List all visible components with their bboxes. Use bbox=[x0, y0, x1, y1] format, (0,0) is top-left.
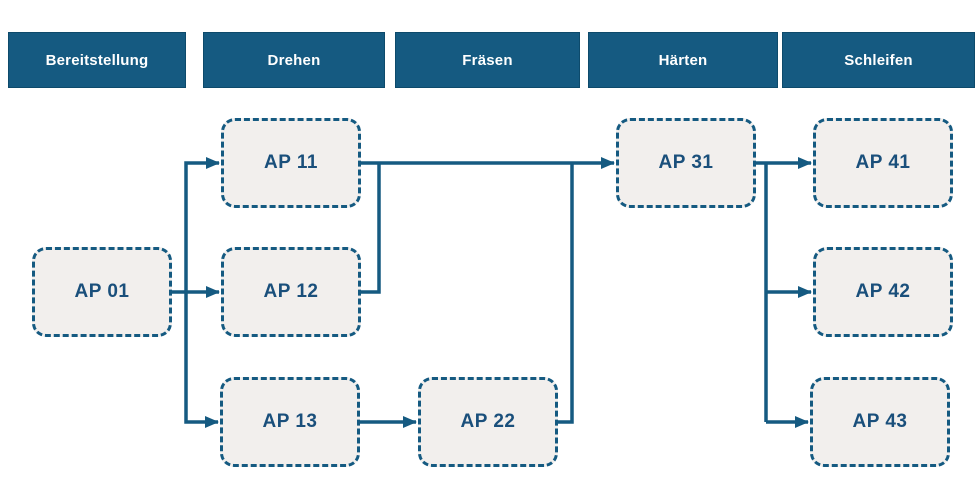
node-ap22: AP 22 bbox=[418, 377, 558, 467]
node-ap12: AP 12 bbox=[221, 247, 361, 337]
edge-ap01-to-ap11 bbox=[184, 157, 220, 292]
column-header-schleifen: Schleifen bbox=[782, 32, 975, 88]
column-header-fraesen: Fräsen bbox=[395, 32, 580, 88]
edge-ap01-to-ap13 bbox=[184, 292, 219, 428]
node-ap11: AP 11 bbox=[221, 118, 361, 208]
node-ap31: AP 31 bbox=[616, 118, 756, 208]
node-ap41: AP 41 bbox=[813, 118, 953, 208]
edge-ap22-to-ap31-join bbox=[558, 163, 574, 424]
column-header-drehen: Drehen bbox=[203, 32, 385, 88]
node-ap43: AP 43 bbox=[810, 377, 950, 467]
node-ap01: AP 01 bbox=[32, 247, 172, 337]
column-header-bereitstellung: Bereitstellung bbox=[8, 32, 186, 88]
edge-ap12-to-ap31-join bbox=[361, 163, 381, 294]
node-ap42: AP 42 bbox=[813, 247, 953, 337]
column-header-haerten: Härten bbox=[588, 32, 778, 88]
node-ap13: AP 13 bbox=[220, 377, 360, 467]
